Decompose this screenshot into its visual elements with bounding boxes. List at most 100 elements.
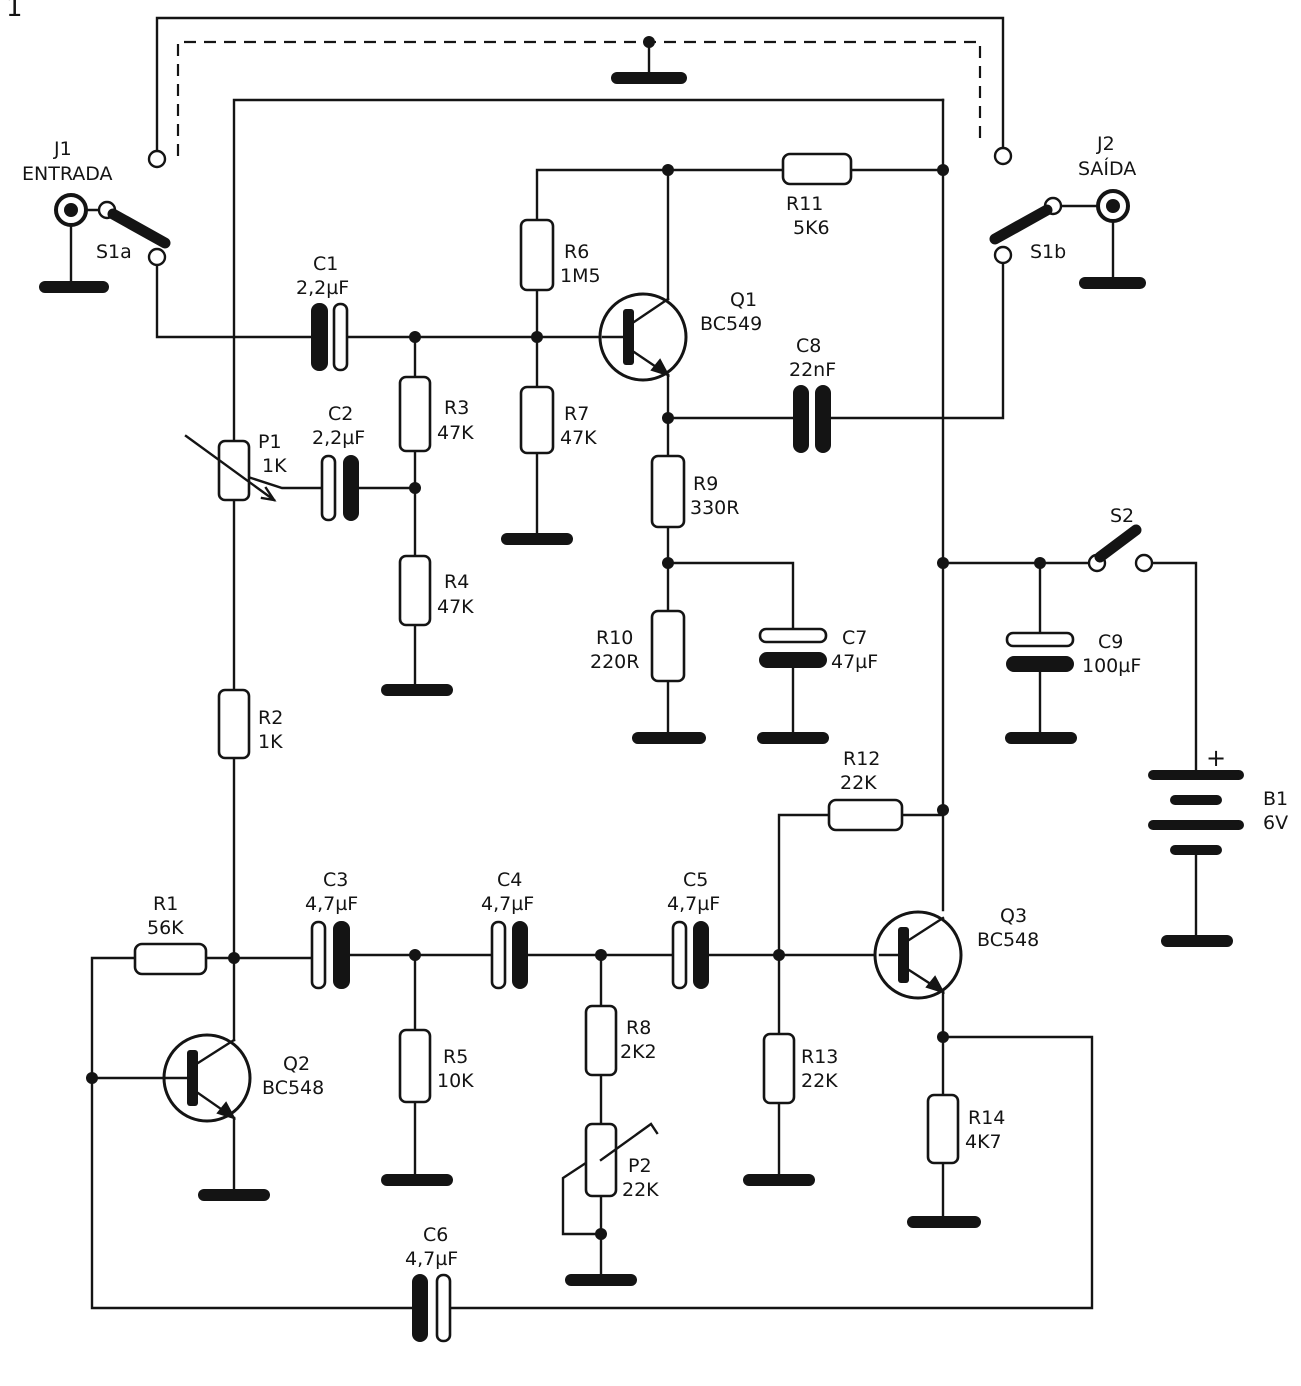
label-r5: R5	[443, 1046, 468, 1068]
resistor-r4	[398, 554, 432, 627]
switch-s1b	[989, 146, 1063, 265]
label-r4: R4	[444, 571, 469, 593]
label-c3: C3	[323, 869, 348, 891]
label-r14-value: 4K7	[965, 1131, 1002, 1153]
capacitor-c5-plate-filled	[693, 921, 709, 989]
switch-s1a	[97, 149, 171, 267]
label-q2: Q2	[283, 1053, 310, 1075]
capacitor-c4-plate-open	[490, 920, 507, 990]
resistor-r8	[584, 1004, 618, 1077]
jack-j2	[1058, 189, 1130, 285]
label-r11-value: 5K6	[793, 217, 830, 239]
label-r7-value: 47K	[560, 427, 597, 449]
label-s1b: S1b	[1030, 241, 1066, 263]
label-r1: R1	[153, 893, 178, 915]
capacitor-c3-plate-open	[310, 920, 327, 990]
label-c8-value: 22nF	[789, 359, 836, 381]
label-c3-value: 4,7µF	[305, 893, 358, 915]
label-r9-value: 330R	[690, 497, 739, 519]
resistor-r12	[827, 798, 904, 832]
label-c9: C9	[1098, 631, 1123, 653]
label-r14: R14	[968, 1107, 1005, 1129]
label-r13: R13	[801, 1046, 838, 1068]
ground-symbols	[39, 72, 1233, 1286]
label-p1: P1	[258, 431, 282, 453]
junctions	[86, 36, 1046, 1240]
capacitor-c2-plate-open	[320, 454, 337, 522]
capacitor-c7-plate-filled	[759, 652, 827, 668]
capacitor-c6-plate-filled	[412, 1274, 428, 1342]
label-b1-value: 6V	[1263, 812, 1288, 834]
label-s1a: S1a	[96, 241, 132, 263]
label-c2: C2	[328, 403, 353, 425]
resistor-r9	[650, 454, 686, 529]
resistor-r1	[133, 942, 208, 976]
label-q3: Q3	[1000, 905, 1027, 927]
label-b1: B1	[1263, 788, 1288, 810]
switch-s2	[1087, 524, 1154, 573]
p1-arrow	[184, 434, 277, 502]
label-r12-value: 22K	[840, 772, 877, 794]
resistor-r11	[781, 152, 853, 186]
label-c5-value: 4,7µF	[667, 893, 720, 915]
label-c6: C6	[423, 1224, 448, 1246]
resistor-r3	[398, 375, 432, 453]
label-c4-value: 4,7µF	[481, 893, 534, 915]
label-r4-value: 47K	[437, 596, 474, 618]
transistor-q1	[598, 292, 688, 382]
p2-preset-tick	[599, 1122, 659, 1162]
label-r8: R8	[626, 1017, 651, 1039]
label-r6: R6	[564, 241, 589, 263]
resistor-r10	[650, 609, 686, 683]
label-q2-value: BC548	[262, 1077, 324, 1099]
label-r5-value: 10K	[437, 1070, 474, 1092]
label-c1: C1	[313, 253, 338, 275]
label-r2-value: 1K	[258, 731, 283, 753]
label-p2: P2	[628, 1155, 652, 1177]
label-r2: R2	[258, 707, 283, 729]
label-c1-value: 2,2µF	[296, 277, 349, 299]
label-entrada: ENTRADA	[22, 163, 113, 185]
label-q1: Q1	[730, 289, 757, 311]
label-p1-value: 1K	[262, 455, 287, 477]
label-q3-value: BC548	[977, 929, 1039, 951]
capacitor-c9-plate-open	[1005, 631, 1075, 648]
label-p2-value: 22K	[622, 1179, 659, 1201]
capacitor-c3-plate-filled	[333, 921, 350, 989]
figure-number: 1	[6, 0, 23, 23]
label-r10-value: 220R	[590, 651, 639, 673]
label-r3: R3	[444, 397, 469, 419]
capacitor-c2-plate-filled	[343, 455, 359, 521]
capacitor-c6-plate-open	[435, 1273, 452, 1343]
resistor-r14	[926, 1093, 960, 1165]
labels: 1 J1 ENTRADA J2 SAÍDA S1a S1b S2 C1 2,2µ…	[6, 0, 1288, 1270]
label-c4: C4	[497, 869, 522, 891]
label-r12: R12	[843, 748, 880, 770]
capacitor-c4-plate-filled	[512, 921, 528, 989]
label-j2: J2	[1096, 133, 1115, 155]
label-r9: R9	[693, 473, 718, 495]
resistor-r5	[398, 1028, 432, 1104]
capacitor-c9-plate-filled	[1006, 656, 1074, 672]
resistors	[133, 152, 960, 1198]
resistor-r6	[519, 218, 555, 292]
capacitor-c1-plate-filled	[311, 303, 328, 371]
capacitor-c8-plate-1	[793, 385, 809, 453]
capacitor-c8-plate-2	[815, 385, 831, 453]
label-r8-value: 2K2	[620, 1041, 657, 1063]
label-saida: SAÍDA	[1078, 157, 1136, 180]
label-c9-value: 100µF	[1082, 655, 1141, 677]
label-q1-value: BC549	[700, 313, 762, 335]
label-j1: J1	[53, 138, 72, 160]
transistor-q3	[873, 910, 963, 1000]
capacitor-c5-plate-open	[671, 920, 688, 990]
capacitor-c7-plate-open	[758, 627, 828, 644]
label-c8: C8	[796, 335, 821, 357]
label-r3-value: 47K	[437, 422, 474, 444]
label-s2: S2	[1110, 505, 1134, 527]
label-c7: C7	[842, 627, 867, 649]
label-c7-value: 47µF	[831, 651, 878, 673]
capacitor-c1-plate-open	[332, 302, 349, 372]
label-r1-value: 56K	[147, 917, 184, 939]
